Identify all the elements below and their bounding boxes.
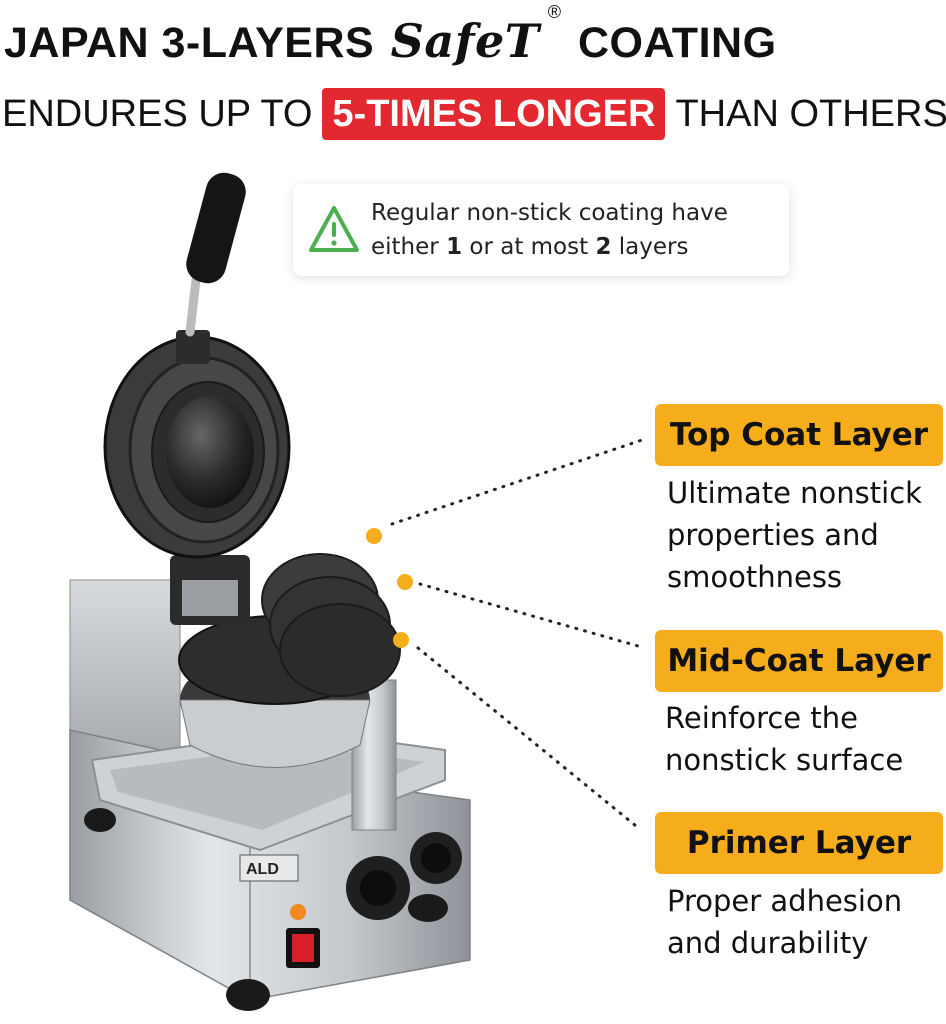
subline-before: ENDURES UP TO xyxy=(2,92,313,135)
top-coat-tag: Top Coat Layer xyxy=(655,404,943,466)
top-coat-description: Ultimate nonstick properties and smoothn… xyxy=(667,476,922,594)
notice-line-2: either 1 or at most 2 layers xyxy=(371,234,689,260)
mid-coat-tag: Mid-Coat Layer xyxy=(655,630,943,692)
headline: JAPAN 3-LAYERS SafeT® COATING xyxy=(4,2,944,80)
notice-line-1: Regular non-stick coating have xyxy=(371,200,728,226)
mid-coat-description: Reinforce the nonstick surface xyxy=(665,701,904,777)
highlight-badge: 5-TIMES LONGER xyxy=(322,88,666,140)
headline-part2: COATING xyxy=(577,19,777,67)
brand-name: SafeT® xyxy=(390,2,562,68)
primer-description: Proper adhesion and durability xyxy=(667,884,903,960)
machine-badge-text: ALD xyxy=(246,861,279,878)
notice-text: Regular non-stick coating have either 1 … xyxy=(371,196,728,264)
waffle-machine-illustration: ALD xyxy=(69,172,471,1011)
subline-after: THAN OTHERS xyxy=(675,92,946,135)
subheadline: ENDURES UP TO 5-TIMES LONGER THAN OTHERS xyxy=(2,86,946,142)
registered-mark: ® xyxy=(547,2,562,22)
headline-part1: JAPAN 3-LAYERS xyxy=(4,19,375,67)
warning-triangle-icon xyxy=(309,206,359,252)
notice-card: Regular non-stick coating have either 1 … xyxy=(293,184,789,276)
primer-tag: Primer Layer xyxy=(655,812,943,874)
